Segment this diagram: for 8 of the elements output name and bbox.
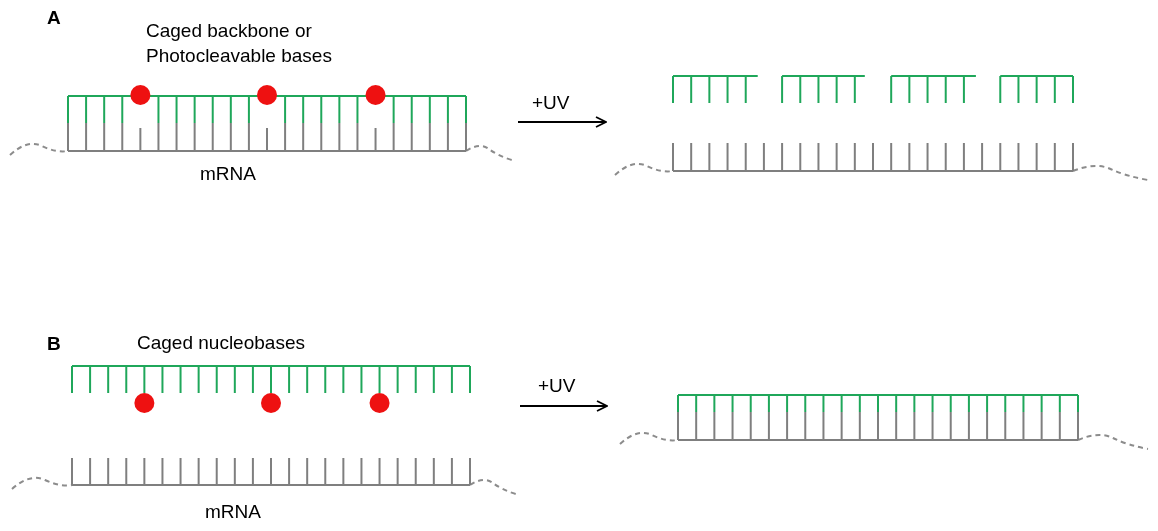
strand-label: mRNA (205, 500, 261, 524)
panel-label: B (47, 332, 61, 356)
strand-label: mRNA (200, 162, 256, 186)
arrow (519, 400, 608, 412)
arrow (517, 116, 607, 128)
annotation-text: Caged backbone or Photocleavable bases (146, 19, 333, 68)
panel-label: A (47, 6, 61, 30)
annotation-text: Caged nucleobases (137, 331, 305, 355)
